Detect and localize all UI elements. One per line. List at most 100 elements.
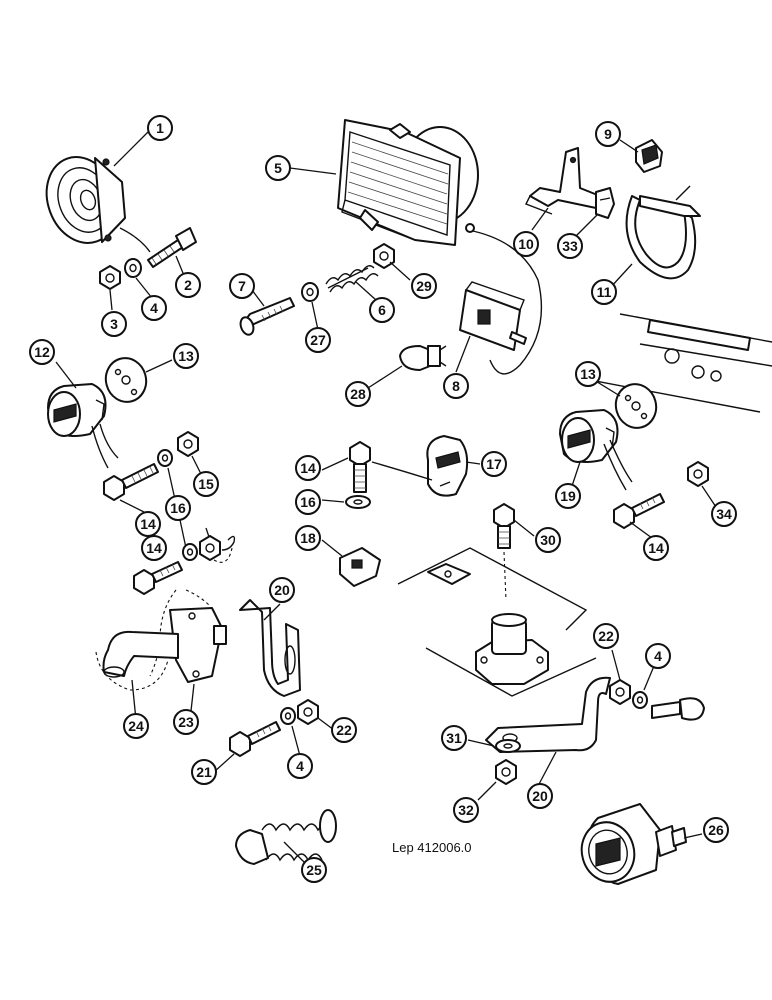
callout-24: 24 xyxy=(123,713,149,739)
washer-left-lower xyxy=(182,543,198,561)
callout-14-right: 14 xyxy=(643,535,669,561)
callout-10: 10 xyxy=(513,231,539,257)
pull-knob-spring xyxy=(235,809,337,865)
knob-plate-left xyxy=(104,357,148,403)
dashboard-panel xyxy=(589,313,772,413)
mounting-plate xyxy=(169,607,227,683)
lamp-nut xyxy=(373,243,395,269)
bolt-right xyxy=(613,493,665,529)
bolt-left-upper xyxy=(103,463,159,501)
callout-16-left: 16 xyxy=(165,495,191,521)
callout-4-left: 4 xyxy=(287,753,313,779)
svg-text:26: 26 xyxy=(708,822,724,838)
rotary-switch-left xyxy=(47,383,107,437)
nut-22-right xyxy=(609,679,631,705)
callout-25: 25 xyxy=(301,857,327,883)
callout-13-right: 13 xyxy=(575,361,601,387)
bolt-left-lower xyxy=(133,561,183,595)
callout-14-left-lower: 14 xyxy=(141,535,167,561)
callout-16-center: 16 xyxy=(295,489,321,515)
lamp-bulb xyxy=(399,345,447,371)
callout-9: 9 xyxy=(595,121,621,147)
washer-4-left xyxy=(280,707,296,725)
callout-20-left: 20 xyxy=(269,577,295,603)
mounting-panel xyxy=(397,547,597,697)
svg-text:7: 7 xyxy=(238,278,246,294)
svg-text:22: 22 xyxy=(598,628,614,644)
callout-29: 29 xyxy=(411,273,437,299)
svg-text:8: 8 xyxy=(452,378,460,394)
svg-text:4: 4 xyxy=(296,758,304,774)
callout-11: 11 xyxy=(591,279,617,305)
svg-text:14: 14 xyxy=(648,540,664,556)
svg-text:31: 31 xyxy=(446,730,462,746)
bolt-21 xyxy=(229,721,281,757)
svg-text:19: 19 xyxy=(560,488,576,504)
svg-text:11: 11 xyxy=(597,284,612,300)
callout-3: 3 xyxy=(101,311,127,337)
horn-part xyxy=(45,156,126,244)
svg-text:24: 24 xyxy=(128,718,144,734)
nut-32 xyxy=(495,759,517,785)
callout-1: 1 xyxy=(147,115,173,141)
svg-text:16: 16 xyxy=(300,494,316,510)
svg-text:34: 34 xyxy=(716,506,732,522)
drawing-reference: Lep 412006.0 xyxy=(392,840,472,855)
callout-23: 23 xyxy=(173,709,199,735)
lamp-switch-box xyxy=(459,223,543,375)
washer-left-upper xyxy=(157,449,173,467)
callout-22-left: 22 xyxy=(331,717,357,743)
svg-text:18: 18 xyxy=(300,530,316,546)
cable-clip xyxy=(595,187,615,219)
svg-text:9: 9 xyxy=(604,126,612,142)
callout-14-center: 14 xyxy=(295,455,321,481)
switch-housing-17 xyxy=(426,435,469,497)
svg-text:14: 14 xyxy=(146,540,162,556)
svg-text:2: 2 xyxy=(184,277,192,293)
callout-5: 5 xyxy=(265,155,291,181)
svg-text:13: 13 xyxy=(178,348,194,364)
svg-text:16: 16 xyxy=(170,500,186,516)
svg-text:10: 10 xyxy=(518,236,534,252)
callout-34: 34 xyxy=(711,501,737,527)
carriage-bolt xyxy=(651,697,705,721)
svg-text:3: 3 xyxy=(110,316,118,332)
svg-text:14: 14 xyxy=(140,516,156,532)
callout-30: 30 xyxy=(535,527,561,553)
bracket-left xyxy=(239,599,301,697)
svg-text:33: 33 xyxy=(562,238,578,254)
bolt-30 xyxy=(493,503,515,549)
callout-17: 17 xyxy=(481,451,507,477)
callout-20-right: 20 xyxy=(527,783,553,809)
lamp-washer xyxy=(301,282,319,302)
horn-nut xyxy=(99,265,121,290)
svg-text:4: 4 xyxy=(150,300,158,316)
svg-text:22: 22 xyxy=(336,722,352,738)
switch-bracket xyxy=(525,147,601,215)
callout-2: 2 xyxy=(175,272,201,298)
bead-chain xyxy=(95,535,236,691)
callout-4-right: 4 xyxy=(645,643,671,669)
svg-text:4: 4 xyxy=(654,648,662,664)
rotary-switch-right xyxy=(559,409,619,463)
callout-19: 19 xyxy=(555,483,581,509)
svg-text:13: 13 xyxy=(580,366,596,382)
svg-text:20: 20 xyxy=(274,582,290,598)
washer-4-right xyxy=(632,691,648,709)
callout-14-left-upper: 14 xyxy=(135,511,161,537)
bent-pipe xyxy=(102,630,179,678)
callout-13-left: 13 xyxy=(173,343,199,369)
hour-meter-gauge xyxy=(580,803,687,885)
callout-26: 26 xyxy=(703,817,729,843)
callout-7: 7 xyxy=(229,273,255,299)
svg-text:29: 29 xyxy=(416,278,432,294)
svg-text:1: 1 xyxy=(156,120,164,136)
svg-text:6: 6 xyxy=(378,302,386,318)
work-lamp xyxy=(337,119,479,246)
callout-31: 31 xyxy=(441,725,467,751)
callout-27: 27 xyxy=(305,327,331,353)
callout-18: 18 xyxy=(295,525,321,551)
callout-33: 33 xyxy=(557,233,583,259)
callout-12: 12 xyxy=(29,339,55,365)
